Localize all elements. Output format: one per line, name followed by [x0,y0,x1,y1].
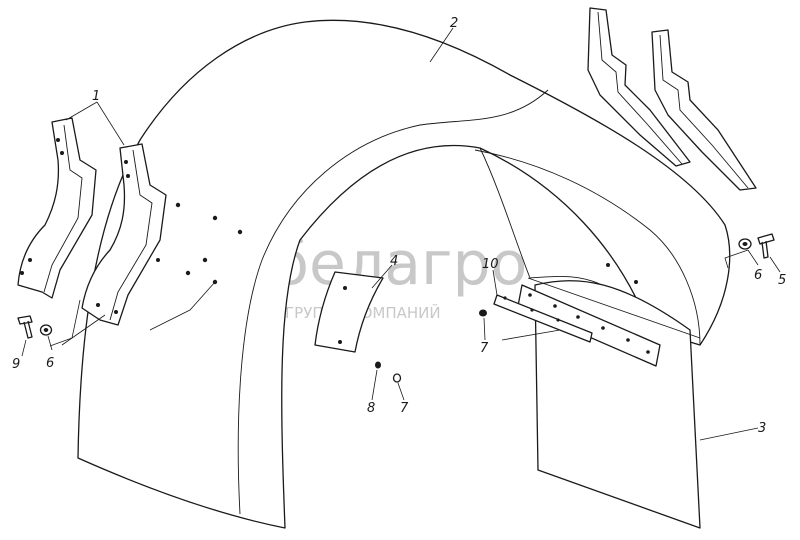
bracket-left-b-shape [81,143,167,326]
callout-6-right: 6 [754,268,762,283]
nut-7-bottom-icon [392,373,402,383]
bracket-hole [96,303,100,307]
bracket-right-b-flange [659,34,749,189]
strip-hole [626,338,630,342]
nut-middle-icon [479,309,487,317]
fender-liner-seam [474,149,701,346]
screw-8-icon [375,361,381,369]
bracket-plate [314,271,384,353]
leader-10 [492,269,498,296]
watermark-brand: белагро [272,229,527,299]
callout-7-bottom: 7 [400,401,409,416]
bracket-hole [114,310,118,314]
strip-hole [556,318,560,322]
arch-hole [175,202,181,208]
callout-4: 4 [390,254,398,269]
callout-8: 8 [367,401,375,416]
bracket-right-a-shape [587,7,691,167]
bracket-hole [56,138,60,142]
fastener-washer-left [39,324,53,336]
leader-2 [429,27,454,63]
bracket-left-a-flange [43,124,83,293]
leader-8 [371,369,378,401]
bracket-plate-shape [314,271,384,353]
strip-hole [646,350,650,354]
leader-4 [371,264,393,289]
leader-9 [21,339,27,357]
mud-flap-fold [527,277,701,339]
bracket-hole [60,151,64,155]
fender-arch [77,19,731,529]
leader-1 [65,101,125,146]
bracket-left-b [81,143,167,326]
arch-hole [202,257,208,263]
bracket-left-a-shape [17,117,97,299]
strip-hole [528,293,532,297]
leader-bracket-mount [61,281,216,346]
callout-1: 1 [92,89,100,104]
fastener-bolt-left [17,315,33,339]
leader-3 [699,427,759,441]
bracket-hole [28,258,32,262]
clamp-strip-inner [493,294,593,343]
arch-hole [212,215,218,221]
fender-arch-body [77,19,731,529]
arch-hole [156,258,160,262]
leader-7m [483,317,561,341]
strip-hole [601,326,605,330]
leader-lines [21,27,781,441]
arch-hole [237,229,243,235]
leader-5 [769,256,781,273]
bracket-hole [20,271,24,275]
bracket-right-a-flange [597,11,683,165]
liner-hole [606,263,610,267]
liner-hole [634,280,638,284]
callout-5: 5 [778,273,786,288]
leader-6r [724,249,759,269]
plate-hole [343,286,347,290]
bolt-left-icon [17,315,33,339]
washer-right-hole [742,242,748,246]
mud-flap-sheet [534,280,701,529]
arch-hole [185,270,191,276]
leader-6l [47,299,81,351]
bracket-right-b [651,29,757,191]
bracket-left-a [17,117,97,299]
callout-7-middle: 7 [480,341,489,356]
strip-hole [530,308,534,312]
callout-3: 3 [758,421,766,436]
callout-9: 9 [12,357,20,372]
washer-left-hole [43,328,49,332]
bracket-hole [126,174,130,178]
callout-6-left: 6 [46,356,54,371]
callout-2: 2 [450,16,458,31]
bracket-left-b-flange [109,149,153,321]
strip-hole [553,304,557,308]
bracket-right-a [587,7,691,167]
clamp-strip [493,284,661,367]
fastener-bolt-right [757,233,775,259]
fender-inner-edge [237,89,549,515]
plate-hole [338,340,342,344]
callout-10: 10 [482,257,499,272]
strip-hole [576,315,580,319]
callouts: 1 2 3 4 5 6 6 7 7 8 9 10 [12,16,786,436]
bolt-right-icon [757,233,775,259]
mud-flap [527,277,701,529]
bracket-right-b-shape [651,29,757,191]
leader-7b [397,382,405,401]
bracket-hole [124,160,128,164]
strip-hole [503,296,507,300]
fastener-washer-right [738,238,752,250]
